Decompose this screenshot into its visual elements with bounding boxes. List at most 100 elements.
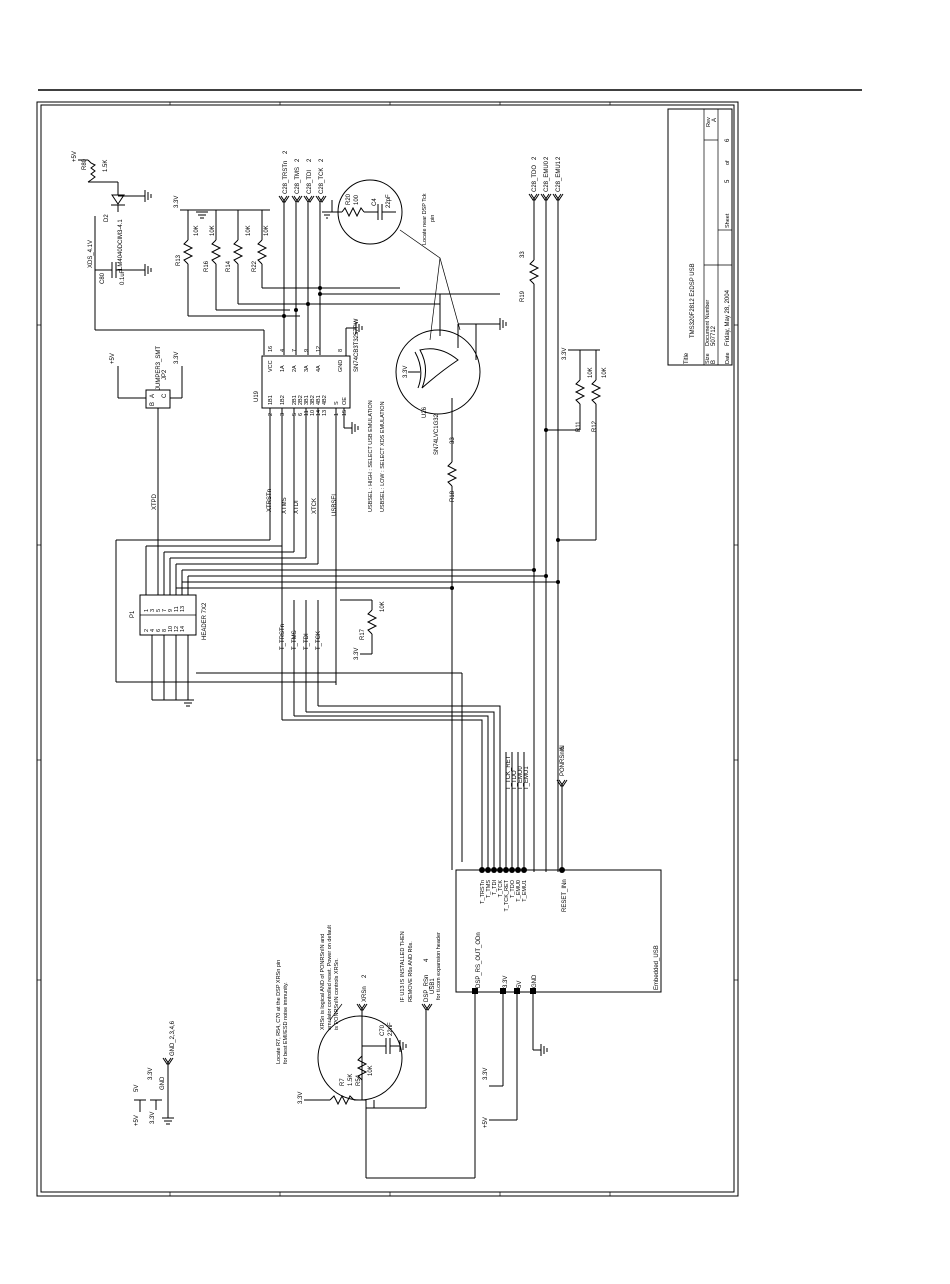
p1-pin-num: 13 — [180, 606, 186, 612]
r14-resistor — [232, 239, 244, 265]
usb-pin-dot — [491, 867, 497, 873]
date-label: Date — [725, 352, 731, 364]
zone-ticks — [37, 102, 738, 1196]
r22-val: 10K — [264, 225, 270, 236]
usb-5v-supply: +5V — [483, 1117, 489, 1128]
r13-val: 10K — [194, 225, 200, 236]
offpage-xrsn: XRSn — [362, 986, 368, 1002]
r20-val: 100 — [354, 194, 360, 205]
u19-pin-num: 8 — [338, 349, 344, 352]
c80-ref: C80 — [100, 272, 106, 284]
u19-pin-name: 2A — [292, 365, 298, 372]
p1-part: HEADER 7X2 — [202, 602, 208, 640]
offpage-emu1: C28_EMU1 — [556, 160, 562, 192]
r14-ref: R14 — [226, 260, 232, 272]
p1-pin-num: 6 — [156, 629, 162, 632]
r18-group: R18 33 — [446, 437, 458, 870]
note-usbsel-lo: USBSEL : LOW : SELECT XDS EMULATION — [380, 401, 386, 512]
net-t-tck-ret: T_TCK_RET — [506, 755, 512, 790]
offpage-dsprsn-ref: 4 — [424, 958, 430, 962]
r12-val: 10K — [602, 367, 608, 378]
u19-pin-name: 3B2 — [310, 395, 316, 405]
u19-pin-name: 3A — [304, 365, 310, 372]
jp2-p5v: +5V — [110, 353, 116, 364]
r12-resistor — [590, 379, 602, 405]
note-xrsn-1: XRSn is logical AND of PONRSnIN and — [320, 934, 326, 1030]
reference-circuit: +5V R80 1.5K D2 LM4040DCIM3-4.1 XDS_4.1V… — [72, 151, 265, 355]
u26-part: SN74LVC1G32 — [434, 413, 440, 455]
net-t-tdi: T_TDI — [304, 633, 310, 650]
usb-pin-33: 3.3V — [503, 976, 509, 988]
u19-pin-name: OE — [342, 397, 348, 405]
flag-gnd-list: GND_2,3,4,6 — [170, 1020, 176, 1056]
u19-pin-num: 14 — [316, 410, 322, 416]
right-offpage: C28_TDO 2 C28_EMU0 2 C28_EMU1 2 R19 33 3… — [520, 156, 608, 872]
jp2-b: B — [150, 402, 156, 406]
p1-pin-num: 11 — [174, 606, 180, 612]
usb-pin-dot — [503, 867, 509, 873]
net-t-emu1: T_EMU1 — [524, 766, 530, 790]
usb-name: Embedded_USB — [654, 945, 660, 990]
u19-pin-num: 5 — [292, 413, 298, 416]
u19-pin-num: 11 — [304, 410, 310, 416]
ponrs-net: PONRSnIN 6 — [556, 745, 568, 870]
offpage-dsprsn-note: for ti.com expansion header — [436, 932, 442, 1000]
note-locate-r7-1: Locate R7, R54, C70 at the DSP XRSn pin — [276, 960, 282, 1064]
r7-ref: R7 — [340, 1078, 346, 1086]
net-usbsel: USBSEL — [332, 492, 338, 516]
u19-pin-num: 6 — [298, 413, 304, 416]
r20-ref: R20 — [346, 193, 352, 205]
r20-resistor — [341, 206, 365, 218]
docnum-value: 507712 — [711, 325, 717, 346]
r7-val: 1.5K — [348, 1074, 354, 1086]
p1-pin-num: 7 — [162, 609, 168, 612]
offpage-ponrs: PONRSnIN — [560, 745, 566, 776]
note-locate-r7-2: for best EMI/ESD noise immunity. — [283, 982, 289, 1064]
r16-resistor — [210, 239, 222, 265]
u19-pin-num: 10 — [310, 410, 316, 416]
r17-group: R17 10K 3.3V — [340, 599, 386, 660]
v33-right: 3.3V — [562, 348, 568, 360]
offpage-emu1-ref: 2 — [556, 156, 562, 160]
reset-v33: 3.3V — [298, 1092, 304, 1104]
p1-pin-num: 14 — [180, 626, 186, 632]
net-xtrstn: XTRSTn — [267, 489, 273, 512]
u19-pin-name: 2B1 — [292, 395, 298, 405]
sheet-label: Sheet — [725, 213, 731, 228]
r13-resistor — [182, 239, 194, 265]
r80-label: R80 — [82, 158, 88, 170]
r18-val: 33 — [450, 437, 456, 444]
r11-val: 10K — [588, 367, 594, 378]
r54-val: 10K — [368, 1065, 374, 1076]
u26-ref: U26 — [422, 406, 428, 418]
u19-pin-num: 15 — [342, 410, 348, 416]
u19-pin-num: 3 — [280, 413, 286, 416]
usb-pin-label: T_EMU0 — [516, 880, 522, 902]
net-t-trstn: T_TRSTn — [280, 624, 286, 650]
r54-resistor — [356, 1055, 368, 1081]
size-value: B — [711, 360, 717, 364]
jp2-c: C — [162, 393, 168, 398]
docnum-label: Document Number — [705, 300, 711, 346]
p1-pin-num: 12 — [174, 626, 180, 632]
u19-pin-num: 16 — [268, 346, 274, 352]
title-value: TMS320F2812 EzDSP USB — [690, 263, 696, 338]
u19-pin-name: 2B2 — [298, 395, 304, 405]
offpage-tdi: C28_TDI — [307, 170, 313, 194]
v33-top-label: 3.3V — [174, 196, 180, 208]
net-t-emu0: T_EMU0 — [518, 766, 524, 790]
net-xtck: XTCK — [312, 498, 318, 514]
mux-nets: XTRSTn XTMS XTDI XTCK USBSEL USBSEL : HI… — [115, 400, 560, 685]
locate-tck-note-2: pin — [430, 215, 436, 222]
r17-v33: 3.3V — [354, 648, 360, 660]
u19-mux: U19 SN74CB3T3257PW 16VCC41A72A93A124A8GN… — [254, 318, 363, 434]
u19-pullups: 3.3V R13 10K R16 10K R14 10K R22 10K C28… — [174, 150, 500, 355]
jp2-a: A — [150, 394, 156, 398]
usb-pin-label: T_TCK — [498, 880, 504, 898]
d2-ref: D2 — [104, 214, 110, 222]
c70-val: 22nF — [388, 1022, 394, 1036]
offpage-arrow-dsprsn — [421, 1003, 433, 1011]
usb-pin-label: T_TRSTn — [480, 880, 486, 904]
u19-pin-name: 1A — [280, 365, 286, 372]
